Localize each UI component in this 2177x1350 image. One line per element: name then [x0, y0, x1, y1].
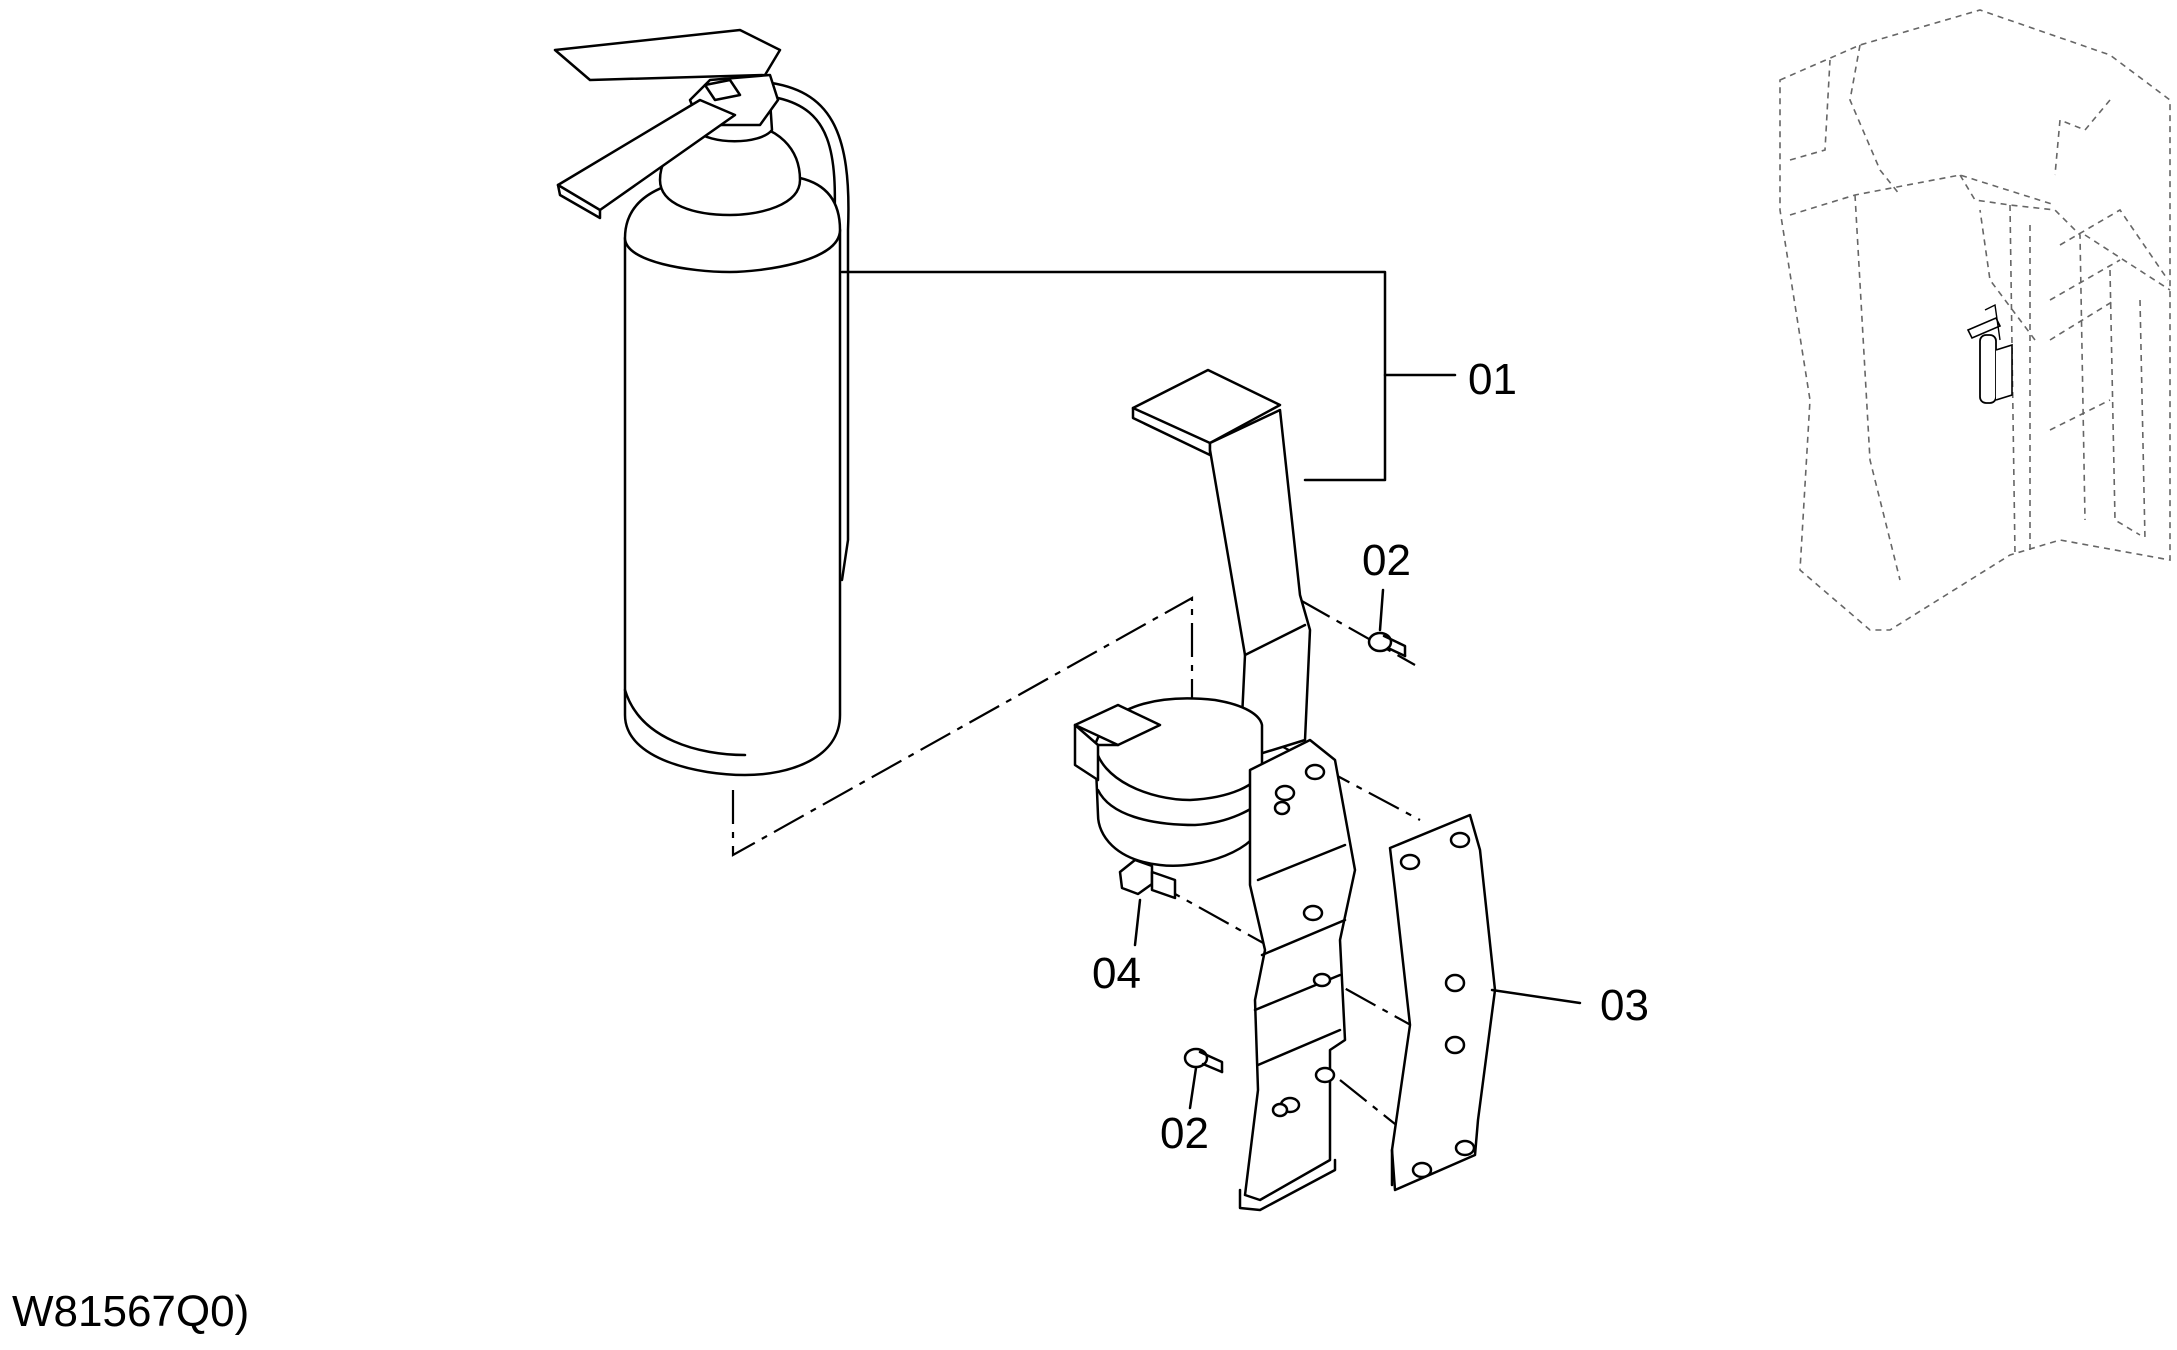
cab-extinguisher-marker [1966, 303, 2013, 404]
part-label-04: 04 [1092, 949, 1141, 998]
fire-extinguisher-drawing [553, 28, 850, 777]
placement-dash-lines [731, 596, 1471, 1161]
part-label-03: 03 [1600, 981, 1649, 1030]
bolt-drawing [1118, 631, 1407, 1074]
bolt-upper [1367, 631, 1407, 658]
leader-lines [840, 270, 1582, 1110]
part-label-01: 01 [1468, 355, 1517, 404]
cab-location-drawing [1779, 9, 2171, 631]
part-label-02-upper: 02 [1362, 536, 1411, 585]
bolt-04 [1118, 858, 1177, 900]
bolt-lower [1183, 1047, 1224, 1074]
bracket-drawing [1238, 738, 1357, 1212]
backing-plate-drawing [1388, 813, 1497, 1192]
drawing-code: W81567Q0) [12, 1287, 250, 1336]
holder-strap-drawing [1073, 368, 1312, 867]
part-label-02-lower: 02 [1160, 1109, 1209, 1158]
